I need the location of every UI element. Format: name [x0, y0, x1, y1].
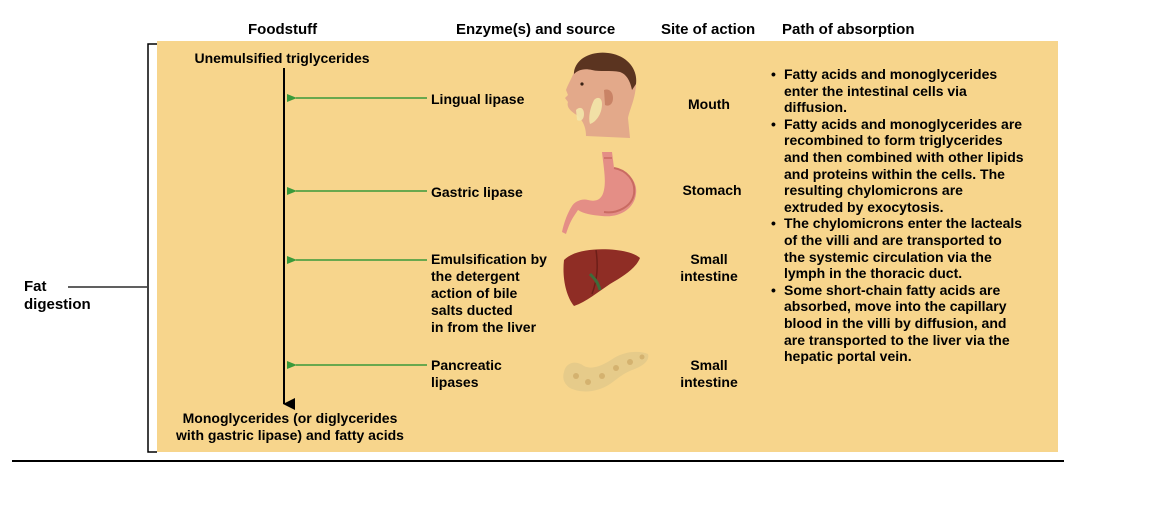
header-path-of-absorption: Path of absorption	[782, 21, 915, 38]
header-foodstuff: Foodstuff	[248, 21, 318, 38]
foodstuff-end: Monoglycerides (or diglycerides with gas…	[176, 410, 404, 443]
site-small-intestine-pancreatic: Small intestine	[680, 357, 738, 390]
fat-digestion-label: Fat digestion	[24, 278, 91, 313]
fat-digestion-bracket	[147, 43, 157, 453]
foodstuff-start: Unemulsified triglycerides	[194, 50, 370, 66]
header-enzyme-source: Enzyme(s) and source	[456, 21, 616, 38]
stomach-icon	[562, 152, 637, 234]
enzyme-pancreatic-lipases: Pancreatic lipases	[431, 357, 502, 390]
header-site-of-action: Site of action	[661, 21, 756, 38]
absorption-list: Fatty acids and monoglycerides enter the…	[769, 66, 1059, 365]
enzyme-bile-emulsification: Emulsification by the detergent action o…	[431, 251, 547, 335]
liver-icon	[563, 249, 640, 306]
absorption-item: The chylomicrons enter the lacteals of t…	[769, 215, 1059, 281]
site-mouth: Mouth	[688, 96, 730, 112]
site-stomach: Stomach	[682, 182, 742, 198]
enzyme-lingual-lipase: Lingual lipase	[431, 91, 525, 107]
absorption-item: Fatty acids and monoglycerides are recom…	[769, 116, 1059, 216]
absorption-item: Fatty acids and monoglycerides enter the…	[769, 66, 1059, 116]
enzyme-gastric-lipase: Gastric lipase	[431, 184, 523, 200]
pancreas-icon	[563, 351, 649, 392]
head-icon	[565, 52, 637, 139]
site-small-intestine-bile: Small intestine	[680, 251, 738, 284]
absorption-item: Some short-chain fatty acids are absorbe…	[769, 282, 1059, 365]
